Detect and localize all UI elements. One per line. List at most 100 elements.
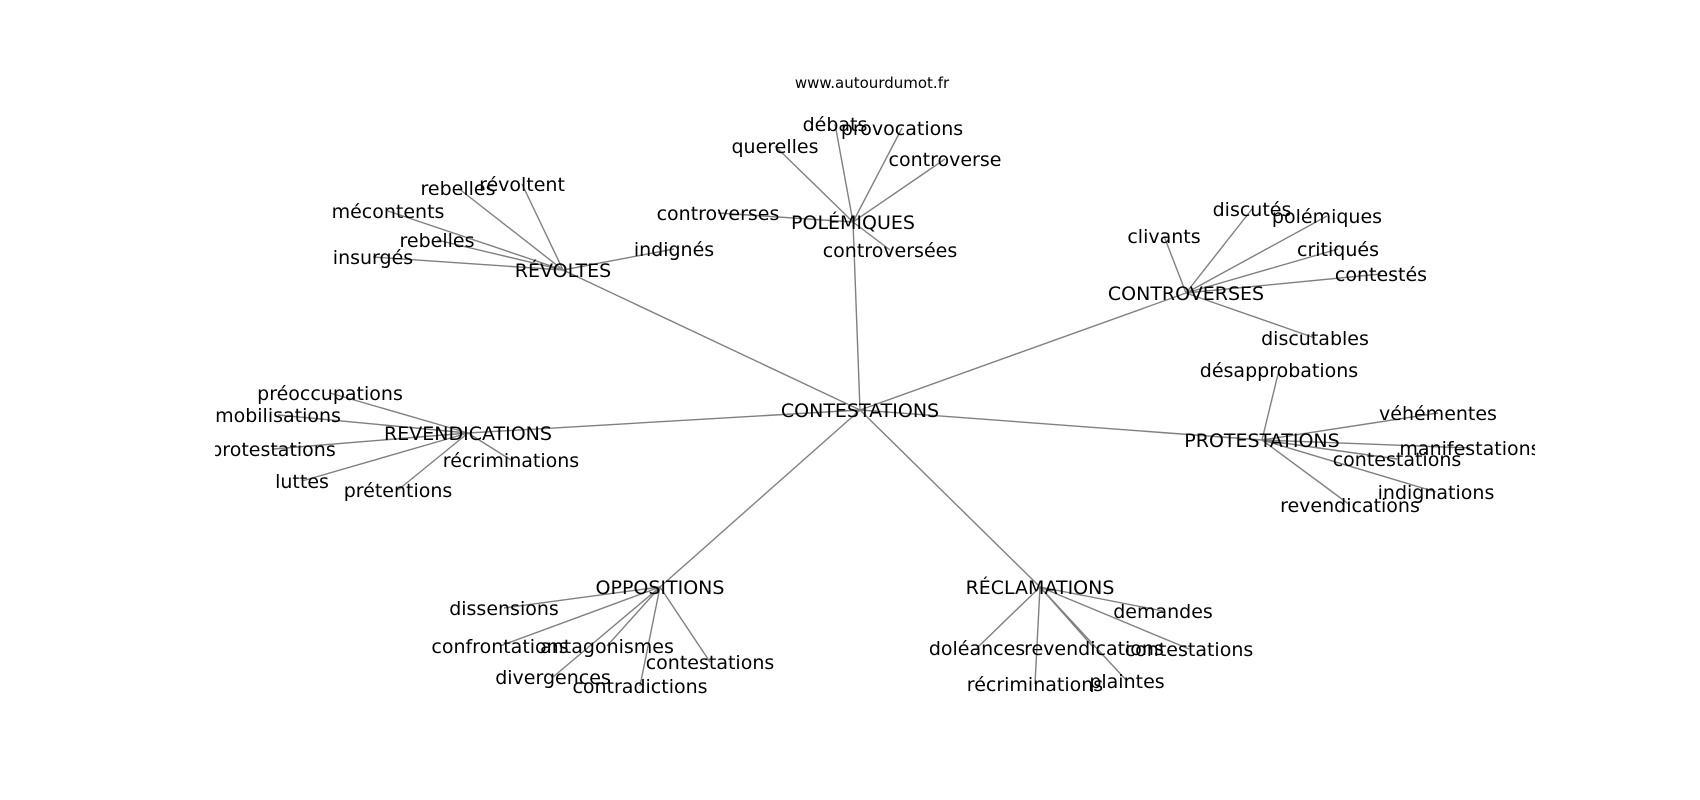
leaf-word-label: critiqués — [1297, 239, 1379, 261]
edge-center-to-hub — [659, 409, 861, 588]
edge-center-to-hub — [859, 292, 1187, 411]
leaf-word-label: contestations — [646, 652, 775, 674]
edge-hub-to-leaf — [1039, 586, 1164, 612]
edge-hub-to-leaf — [1163, 235, 1187, 294]
leaf-word-label: protestations — [210, 439, 336, 461]
edge-hub-to-leaf — [552, 586, 661, 678]
leaf-word-label: revendications — [1280, 495, 1420, 517]
edge-hub-to-leaf — [1185, 292, 1316, 339]
edge-hub-to-leaf — [1261, 412, 1439, 441]
leaf-word-label: récriminations — [967, 674, 1103, 696]
leaf-word-label: désapprobations — [1200, 360, 1358, 382]
leaf-word-label: prétentions — [344, 480, 453, 502]
edge-hub-to-leaf — [659, 586, 711, 663]
site-watermark: www.autourdumot.fr — [795, 74, 950, 92]
leaf-word-label: controverses — [657, 203, 780, 225]
edge-center-to-hub — [562, 269, 861, 411]
leaf-word-label: rebelles — [400, 230, 475, 252]
edge-hub-to-leaf — [1261, 439, 1437, 493]
leaf-word-label: indignés — [634, 239, 714, 261]
leaf-word-label: révoltent — [479, 174, 565, 196]
leaf-word-label: récriminations — [443, 450, 579, 472]
center-word-label: CONTESTATIONS — [781, 400, 939, 422]
edge-hub-to-leaf — [436, 239, 564, 271]
leaf-word-label: revendications — [1024, 638, 1164, 660]
edge-hub-to-leaf — [1185, 215, 1328, 294]
leaf-word-label: insurgés — [333, 247, 413, 269]
edge-hub-to-leaf — [457, 187, 564, 271]
edge-hub-to-leaf — [852, 158, 946, 223]
leaf-word-label: demandes — [1113, 601, 1213, 623]
edge-hub-to-leaf — [372, 256, 564, 271]
leaf-word-label: luttes — [275, 471, 329, 493]
leaf-word-label: clivants — [1127, 226, 1200, 248]
edge-center-to-hub — [467, 409, 861, 434]
edge-hub-to-leaf — [1185, 273, 1382, 294]
leaf-word-label: polémiques — [1272, 206, 1382, 228]
leaf-word-label: préoccupations — [257, 383, 403, 405]
edge-hub-to-leaf — [272, 432, 469, 450]
hub-word-label: PROTESTATIONS — [1184, 430, 1339, 452]
edge-hub-to-leaf — [976, 586, 1041, 649]
edge-hub-to-leaf — [1261, 439, 1398, 460]
edge-center-to-hub — [859, 409, 1263, 441]
edge-hub-to-leaf — [1185, 208, 1253, 294]
leaf-word-label: dissensions — [449, 598, 559, 620]
leaf-word-label: rebelles — [421, 178, 496, 200]
edge-hub-to-leaf — [852, 127, 903, 223]
edge-hub-to-leaf — [717, 212, 854, 223]
leaf-word-label: controverse — [889, 149, 1002, 171]
edge-hub-to-leaf — [277, 414, 469, 434]
edges-layer — [272, 123, 1471, 687]
edge-hub-to-leaf — [852, 221, 891, 251]
edge-hub-to-leaf — [301, 432, 469, 482]
edge-hub-to-leaf — [639, 586, 661, 687]
edge-hub-to-leaf — [774, 145, 854, 223]
edge-hub-to-leaf — [329, 392, 469, 434]
hub-word-label: POLÉMIQUES — [791, 211, 915, 234]
leaf-word-label: manifestations — [1399, 438, 1540, 460]
leaf-word-label: indignations — [1378, 482, 1495, 504]
edge-hub-to-leaf — [499, 586, 661, 647]
leaf-word-label: divergences — [495, 667, 611, 689]
leaf-word-label: véhémentes — [1379, 403, 1497, 425]
leaf-word-label: discutés — [1213, 199, 1292, 221]
edge-hub-to-leaf — [1185, 248, 1339, 294]
leaf-word-label: controversées — [823, 240, 958, 262]
edge-hub-to-leaf — [606, 586, 661, 647]
edge-hub-to-leaf — [834, 123, 854, 223]
leaf-word-label: contradictions — [572, 676, 707, 698]
leaf-word-label: antagonismes — [540, 636, 674, 658]
edge-hub-to-leaf — [1261, 439, 1351, 506]
leaf-word-label: contestations — [1333, 449, 1462, 471]
leaf-word-label: mobilisations — [215, 405, 341, 427]
leaf-word-label: confrontations — [431, 636, 568, 658]
edge-hub-to-leaf — [397, 432, 469, 491]
leaf-word-label: mécontents — [332, 201, 445, 223]
edge-hub-to-leaf — [503, 586, 661, 609]
edge-hub-to-leaf — [467, 432, 512, 461]
leaf-word-label: débats — [803, 114, 868, 136]
leaf-word-label: plaintes — [1089, 671, 1164, 693]
leaf-word-label: contestés — [1335, 264, 1427, 286]
hub-word-label: OPPOSITIONS — [596, 577, 725, 599]
hub-word-label: RÉVOLTES — [515, 259, 611, 282]
hub-word-label: RÉCLAMATIONS — [966, 576, 1115, 599]
leaf-word-label: doléances — [929, 638, 1025, 660]
leaf-word-label: querelles — [731, 136, 818, 158]
edge-hub-to-leaf — [1039, 586, 1190, 650]
leaf-word-label: discutables — [1261, 328, 1369, 350]
hub-word-label: REVENDICATIONS — [384, 423, 552, 445]
edge-center-to-hub — [852, 221, 861, 411]
edge-hub-to-leaf — [562, 248, 675, 271]
edge-hub-to-leaf — [1261, 439, 1471, 449]
edge-hub-to-leaf — [1039, 586, 1128, 682]
edge-hub-to-leaf — [1261, 369, 1280, 441]
edge-center-to-hub — [859, 409, 1041, 588]
edge-hub-to-leaf — [1034, 586, 1041, 685]
leaf-word-label: provocations — [841, 118, 963, 140]
leaf-word-label: contestations — [1125, 639, 1254, 661]
edge-hub-to-leaf — [387, 210, 564, 271]
